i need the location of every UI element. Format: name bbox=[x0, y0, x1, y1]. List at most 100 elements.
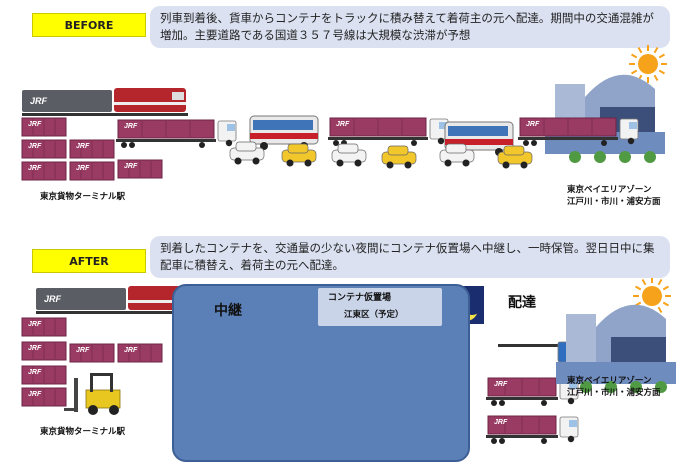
trailer-wheel bbox=[541, 438, 547, 444]
tree-icon bbox=[655, 381, 667, 393]
forklift-post bbox=[110, 374, 113, 392]
container: JRF bbox=[21, 341, 67, 361]
trailer-wheel bbox=[411, 140, 417, 146]
container: JRF bbox=[69, 139, 115, 159]
sun-ray-icon bbox=[641, 279, 647, 286]
sun-ray-icon bbox=[653, 74, 659, 81]
car-roof bbox=[235, 141, 257, 152]
sun-ray-icon bbox=[662, 285, 669, 291]
car-wheel bbox=[520, 161, 528, 169]
container-logo: JRF bbox=[124, 347, 138, 354]
container-logo: JRF bbox=[494, 381, 508, 388]
trailer-wheel bbox=[121, 142, 127, 148]
delivery-label: 配達 bbox=[508, 295, 536, 311]
container-logo: JRF bbox=[28, 321, 42, 328]
before-origin-station: 東京貨物ターミナル駅 bbox=[40, 192, 126, 202]
forklift-roof bbox=[90, 373, 113, 376]
car-wheel bbox=[286, 159, 294, 167]
after-tag: AFTER bbox=[32, 249, 146, 273]
car-wheel bbox=[252, 157, 260, 165]
forklift-post bbox=[90, 374, 93, 392]
trailer-deck bbox=[486, 435, 558, 438]
car-wheel bbox=[404, 161, 412, 169]
container-logo: JRF bbox=[494, 419, 508, 426]
yard-label: コンテナ仮置場 bbox=[328, 293, 392, 303]
trailer-wheel bbox=[491, 400, 497, 406]
container-logo: JRF bbox=[28, 345, 42, 352]
trailer-wheel bbox=[541, 400, 547, 406]
container-logo: JRF bbox=[28, 121, 42, 128]
trailer-deck bbox=[518, 137, 618, 140]
forklift-wheel bbox=[88, 405, 98, 415]
container-logo: JRF bbox=[76, 143, 90, 150]
truck-window bbox=[569, 420, 577, 427]
truck-wheel bbox=[627, 137, 635, 145]
container: JRF bbox=[21, 161, 67, 181]
car-wheel bbox=[354, 159, 362, 167]
container: JRF bbox=[117, 159, 163, 179]
locomotive: JRF bbox=[22, 88, 188, 116]
trailer-deck bbox=[328, 137, 428, 140]
bus-stripe bbox=[250, 133, 318, 139]
container: JRF bbox=[69, 343, 115, 363]
sun-ray-icon bbox=[637, 47, 643, 54]
container: JRF bbox=[487, 415, 557, 435]
truck-wheel bbox=[437, 137, 445, 145]
container: JRF bbox=[117, 119, 215, 139]
empty-trailer bbox=[498, 344, 560, 347]
container-logo: JRF bbox=[124, 163, 138, 170]
container-logo: JRF bbox=[28, 165, 42, 172]
after-destination-line2: 江戸川・市川・浦安方面 bbox=[567, 388, 661, 398]
trailer-wheel bbox=[499, 438, 505, 444]
car-roof bbox=[445, 143, 467, 154]
trailer-wheel bbox=[531, 140, 537, 146]
tree-icon bbox=[630, 381, 642, 393]
sun-ray-icon bbox=[657, 306, 663, 313]
container-logo: JRF bbox=[124, 123, 138, 130]
rail bbox=[22, 113, 188, 116]
container: JRF bbox=[69, 161, 115, 181]
truck-window bbox=[439, 122, 447, 129]
car-roof bbox=[503, 145, 525, 156]
before-destination-line1: 東京ベイエリアゾーン bbox=[567, 185, 652, 195]
truck-window bbox=[227, 124, 235, 131]
after-destination: 東京ベイエリアゾーン 江戸川・市川・浦安方面 bbox=[567, 375, 661, 399]
car-wheel bbox=[462, 159, 470, 167]
container: JRF bbox=[117, 343, 163, 363]
forklift-wheel bbox=[109, 405, 119, 415]
sun-ray-icon bbox=[631, 69, 638, 75]
sun-ray-icon bbox=[635, 285, 642, 291]
yard-panel bbox=[318, 288, 442, 326]
sun-ray-icon bbox=[653, 47, 659, 54]
sun-icon bbox=[642, 286, 662, 306]
sun-ray-icon bbox=[662, 301, 669, 307]
container: JRF bbox=[21, 317, 67, 337]
car-roof bbox=[387, 145, 409, 156]
container-logo: JRF bbox=[28, 143, 42, 150]
car-wheel bbox=[502, 161, 510, 169]
truck-window bbox=[569, 382, 577, 389]
container-logo: JRF bbox=[28, 391, 42, 398]
sun-ray-icon bbox=[658, 53, 665, 59]
truck-wheel bbox=[567, 435, 575, 443]
truck-window bbox=[629, 122, 637, 129]
container-logo: JRF bbox=[76, 165, 90, 172]
trailer-wheel bbox=[523, 140, 529, 146]
forklift-fork bbox=[64, 408, 78, 411]
before-description: 列車到着後、貨車からコンテナをトラックに積み替えて着荷主の元へ配達。期間中の交通… bbox=[150, 6, 670, 48]
trailer-wheel bbox=[601, 140, 607, 146]
freight-wagon bbox=[22, 90, 112, 112]
sun-ray-icon bbox=[657, 279, 663, 286]
tree-icon bbox=[644, 151, 656, 163]
truck-wheel bbox=[567, 397, 575, 405]
relay-label: 中継 bbox=[214, 303, 242, 319]
container: JRF bbox=[21, 387, 67, 407]
trailer-wheel bbox=[129, 142, 135, 148]
before-destination: 東京ベイエリアゾーン 江戸川・市川・浦安方面 bbox=[567, 184, 661, 208]
wagon-logo: JRF bbox=[44, 294, 62, 304]
tree-icon bbox=[580, 381, 592, 393]
wagon-logo: JRF bbox=[30, 96, 48, 106]
locomotive-stripe bbox=[128, 300, 200, 303]
trailer-wheel bbox=[333, 140, 339, 146]
container: JRF bbox=[329, 117, 427, 137]
